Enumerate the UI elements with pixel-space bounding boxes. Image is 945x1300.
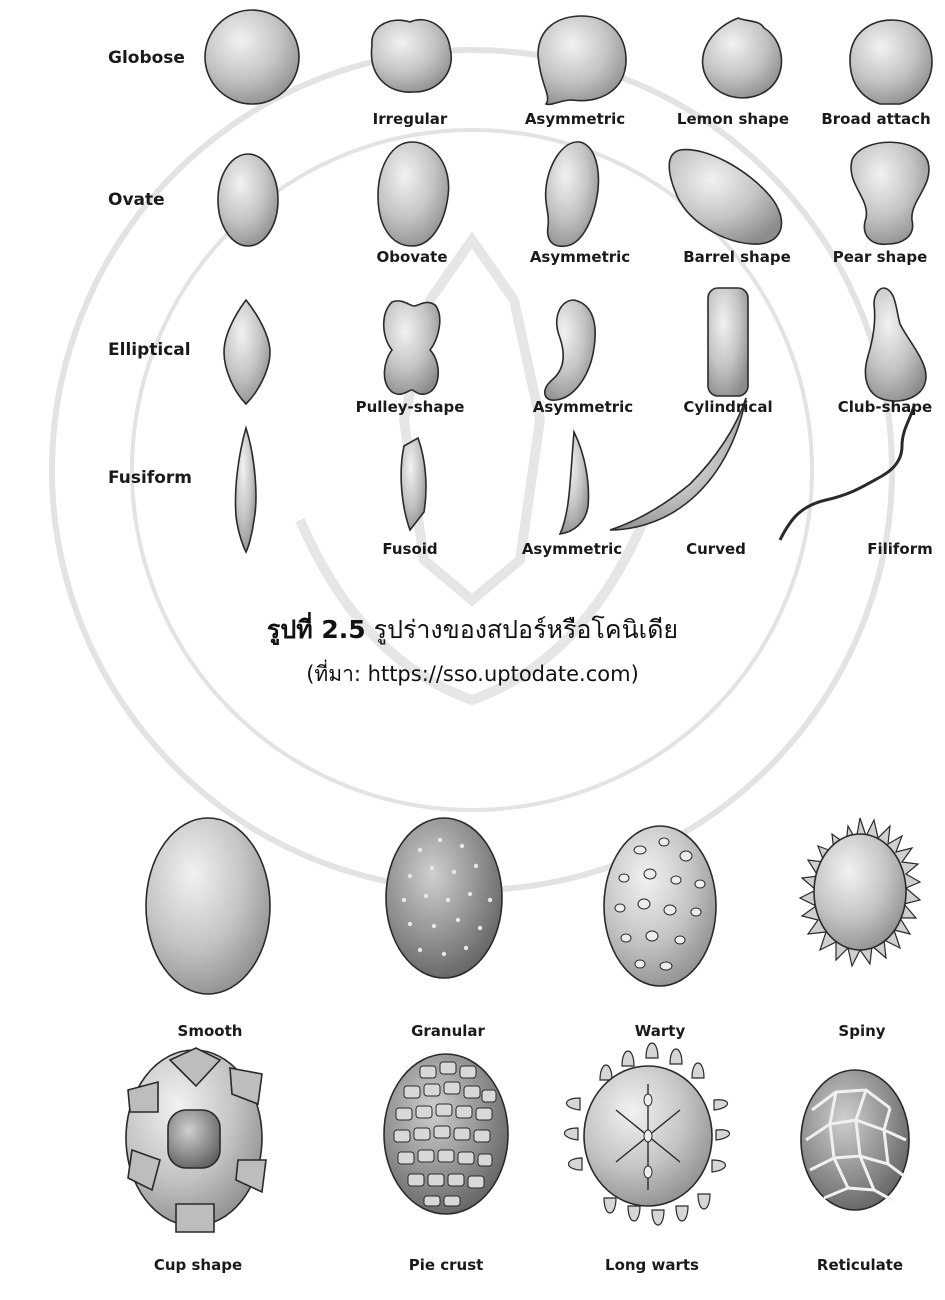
spiny-spore [800, 818, 920, 966]
cup-shape-spore [126, 1048, 266, 1232]
label-pear-shape: Pear shape [833, 248, 928, 266]
granular-spore [386, 818, 502, 978]
asymmetric-fusiform-shape [560, 432, 588, 534]
caption-prefix: รูปที่ 2.5 [267, 615, 366, 644]
asymmetric-globose-shape [538, 16, 626, 104]
label-spiny: Spiny [838, 1022, 885, 1040]
lemon-shape [703, 18, 782, 98]
pie-crust-spore [384, 1054, 508, 1214]
warty-spore [604, 826, 716, 986]
caption-source: (ที่มา: https://sso.uptodate.com) [306, 662, 639, 686]
label-reticulate: Reticulate [817, 1256, 903, 1274]
curved-shape [610, 398, 746, 530]
label-long-warts: Long warts [605, 1256, 699, 1274]
pulley-shape [384, 301, 440, 394]
label-broad-attach: Broad attach [821, 110, 930, 128]
asymmetric-elliptical-shape [545, 300, 595, 400]
label-lemon-shape: Lemon shape [677, 110, 789, 128]
figure-caption: รูปที่ 2.5 รูปร่างของสปอร์หรือโคนิเดีย [0, 610, 945, 650]
club-shape [865, 288, 926, 401]
obovate-shape [378, 142, 449, 246]
label-asymmetric-elliptical: Asymmetric [533, 398, 633, 416]
label-cylindrical: Cylindrical [683, 398, 772, 416]
label-cup-shape: Cup shape [154, 1256, 242, 1274]
pear-shape [851, 142, 929, 244]
label-asymmetric-fusiform: Asymmetric [522, 540, 622, 558]
figure-source: (ที่มา: https://sso.uptodate.com) [0, 658, 945, 691]
elliptical-shape [224, 300, 270, 404]
globose-shape [205, 10, 299, 104]
label-pulley-shape: Pulley-shape [356, 398, 465, 416]
row-label-fusiform: Fusiform [108, 468, 192, 488]
fusiform-shape [235, 428, 255, 552]
filiform-shape [780, 406, 914, 540]
row-label-globose: Globose [108, 48, 185, 68]
row-label-ovate: Ovate [108, 190, 165, 210]
label-barrel-shape: Barrel shape [683, 248, 791, 266]
label-granular: Granular [411, 1022, 485, 1040]
irregular-shape [371, 20, 451, 92]
cylindrical-shape [708, 288, 748, 396]
label-asymmetric-globose: Asymmetric [525, 110, 625, 128]
label-fusoid: Fusoid [382, 540, 437, 558]
fusoid-shape [401, 438, 426, 530]
asymmetric-ovate-shape [546, 142, 599, 246]
label-asymmetric-ovate: Asymmetric [530, 248, 630, 266]
label-smooth: Smooth [178, 1022, 243, 1040]
label-warty: Warty [635, 1022, 685, 1040]
label-irregular: Irregular [373, 110, 448, 128]
label-club-shape: Club-shape [838, 398, 932, 416]
label-pie-crust: Pie crust [409, 1256, 484, 1274]
label-curved: Curved [686, 540, 746, 558]
smooth-spore [146, 818, 270, 994]
row-label-elliptical: Elliptical [108, 340, 191, 360]
broad-attach-shape [850, 20, 932, 104]
label-obovate: Obovate [376, 248, 447, 266]
reticulate-spore [801, 1070, 909, 1210]
ovate-shape [218, 154, 278, 246]
label-filiform: Filiform [867, 540, 933, 558]
barrel-shape [669, 150, 781, 245]
caption-text: รูปร่างของสปอร์หรือโคนิเดีย [374, 615, 678, 644]
long-warts-spore [565, 1043, 730, 1225]
